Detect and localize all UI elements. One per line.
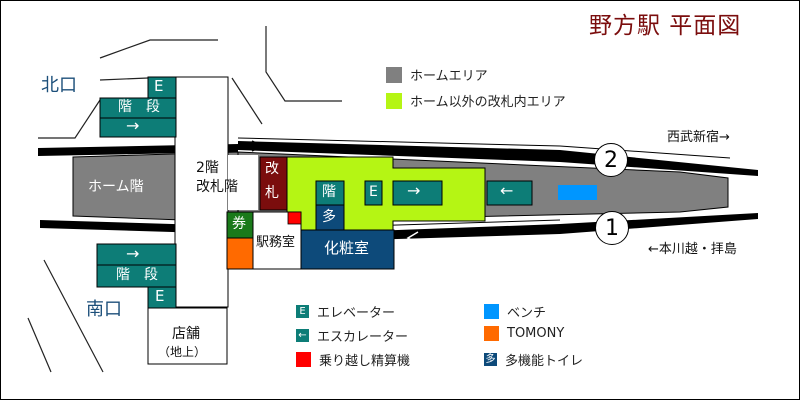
ticket-gate-label-1: 改 [265, 161, 279, 177]
concourse-level-label: 改札階 [196, 179, 238, 195]
page-title: 野方駅 平面図 [589, 13, 742, 39]
inner-elevator[interactable]: E [369, 184, 378, 200]
shop-ground-label: （地上） [158, 345, 207, 359]
track-2-rail-east [238, 141, 758, 176]
legend-label: エレベーター [317, 306, 396, 321]
station-office-label: 駅務室 [256, 235, 296, 250]
legend-elevator: E エレベーター [296, 302, 395, 321]
platform-level-label: ホーム階 [88, 179, 144, 195]
inner-stairs[interactable]: 階 [322, 184, 336, 200]
south-exit-label: 南口 [86, 299, 122, 320]
north-exit-label: 北口 [41, 75, 77, 96]
south-stairs[interactable]: 階 段 [116, 267, 158, 283]
south-elevator[interactable]: E [155, 287, 165, 305]
elevator-icon: E [296, 305, 309, 318]
legend-label: エスカレーター [317, 330, 409, 345]
escalator-up[interactable]: → [407, 181, 421, 200]
legend-platform-area: ホームエリア [386, 65, 488, 84]
legend-multi-toilet: 多 多機能トイレ [484, 350, 583, 369]
legend-tomony: TOMONY [484, 326, 564, 341]
toilet-icon: 多 [484, 353, 497, 366]
legend-label: TOMONY [507, 326, 565, 341]
shop-label: 店舗 [172, 326, 200, 342]
track-1-marker: 1 [595, 211, 629, 245]
multi-purpose-toilet[interactable]: 多 [322, 209, 336, 225]
platform-swatch-icon [386, 66, 402, 83]
south-escalator[interactable]: → [126, 244, 140, 263]
track-2-marker: 2 [594, 143, 628, 177]
tomony-swatch-icon [484, 326, 499, 341]
bench-swatch-icon [484, 304, 499, 319]
fare-adjust-swatch-icon [296, 352, 311, 367]
ticket-gate-label-2: 札 [265, 185, 279, 201]
legend-escalator: ← エスカレーター [296, 326, 408, 345]
concourse-area [174, 76, 229, 308]
legend-label: ベンチ [507, 306, 547, 321]
north-escalator[interactable]: → [126, 116, 140, 135]
legend-label: 多機能トイレ [505, 354, 584, 369]
legend-label: ホームエリア [410, 69, 488, 84]
street-lines [27, 26, 342, 373]
restroom-label[interactable]: 化粧室 [324, 239, 370, 257]
legend-bench: ベンチ [484, 302, 546, 321]
direction-hon-kawagoe-haijima: ←本川越・拝島 [648, 242, 737, 257]
ticket-machine[interactable]: 券 [232, 216, 246, 232]
legend-label: 乗り越し精算機 [319, 354, 411, 369]
concourse-floor-label: 2階 [196, 160, 219, 176]
north-stairs[interactable]: 階 段 [118, 99, 160, 115]
escalator-icon: ← [296, 329, 309, 342]
legend-gate-area: ホーム以外の改札内エリア [386, 91, 566, 110]
legend-fare-adjust: 乗り越し精算機 [296, 350, 410, 369]
direction-seibu-shinjuku: 西武新宿→ [667, 130, 730, 145]
north-elevator[interactable]: E [154, 77, 164, 95]
gate-area-swatch-icon [386, 92, 402, 109]
escalator-down[interactable]: ← [500, 181, 514, 200]
legend-label: ホーム以外の改札内エリア [410, 95, 566, 110]
